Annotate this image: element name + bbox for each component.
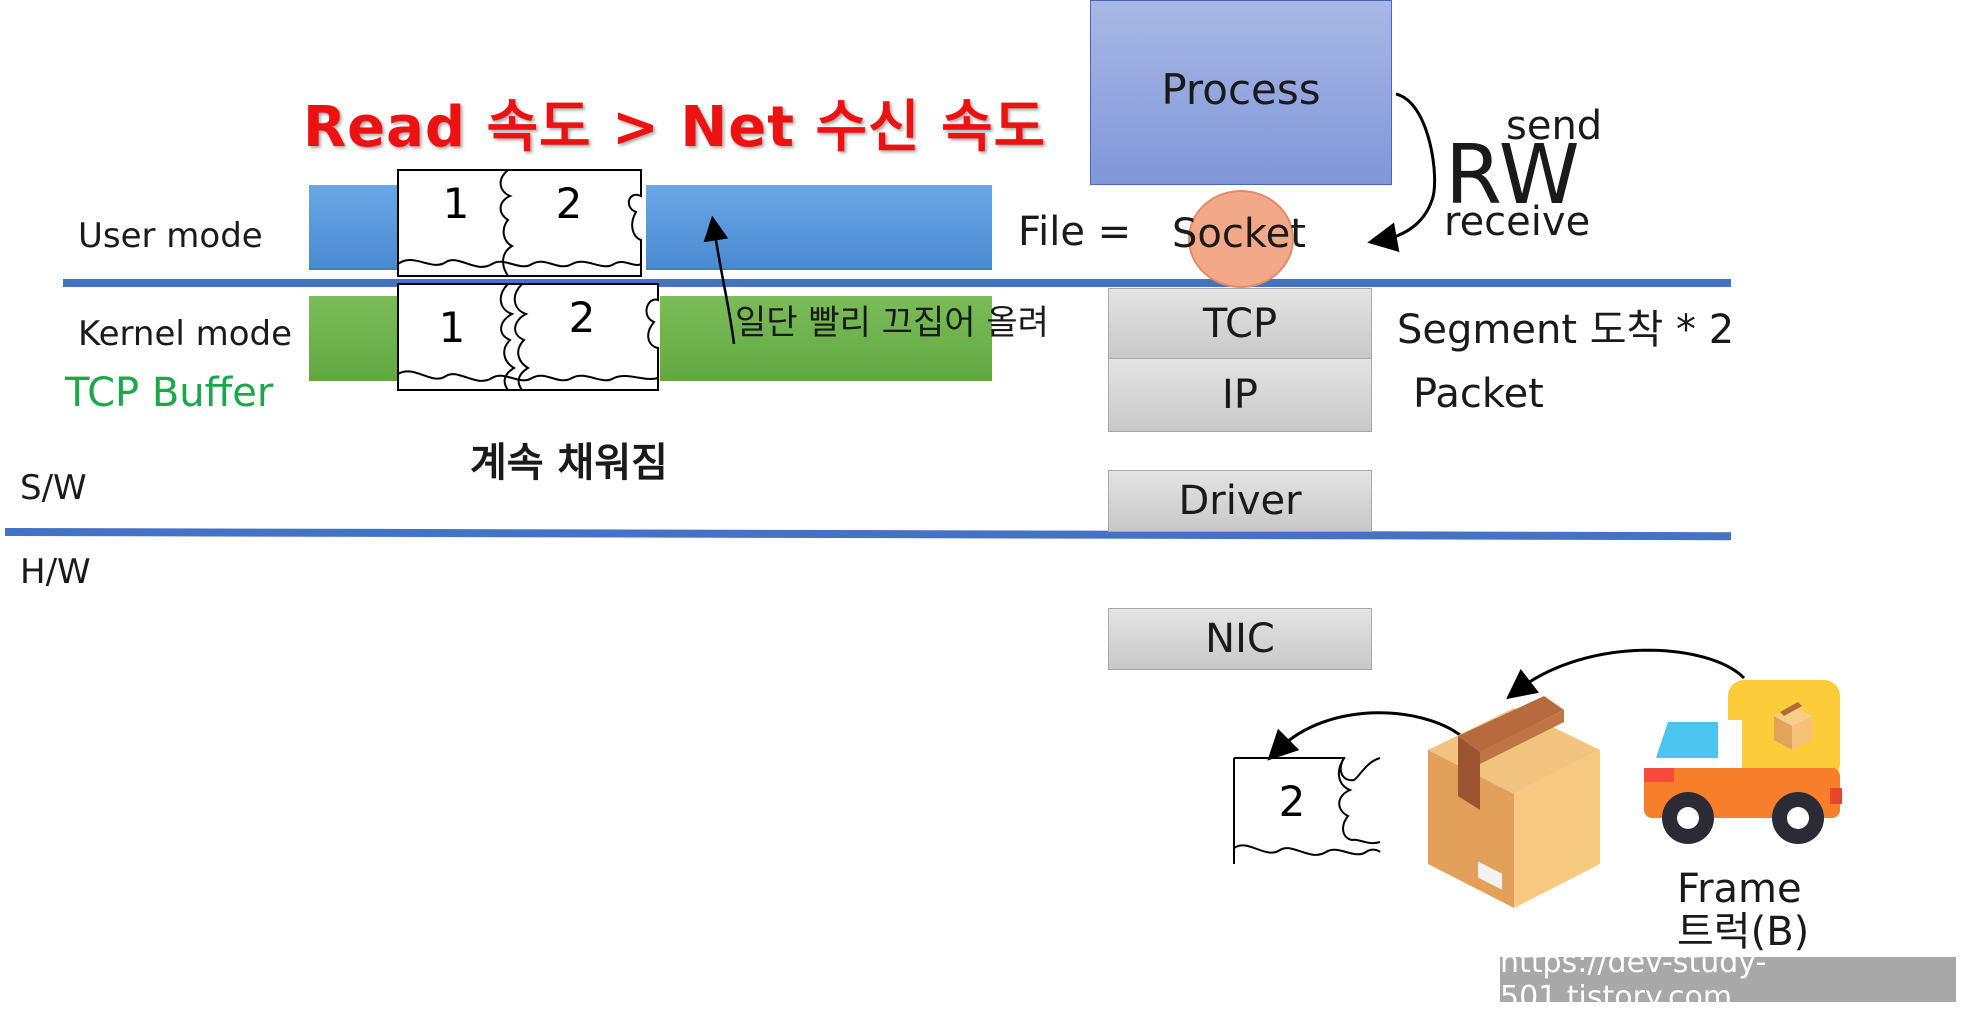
cardboard-box-icon <box>1428 696 1600 908</box>
rw-send-label: send <box>1506 103 1603 149</box>
user-kernel-divider <box>63 279 1731 287</box>
user-mode-bar-right <box>646 185 992 270</box>
sw-hw-divider <box>4 528 1732 541</box>
watermark-url: https://dev-study-501.tistory.com <box>1500 945 1956 1015</box>
kernel-puzzle-group: 1 2 <box>397 283 659 391</box>
keep-filling-label: 계속 채워짐 <box>470 440 668 486</box>
incoming-piece-label: 2 <box>1279 777 1306 826</box>
kernel-piece-2: 2 <box>569 293 596 342</box>
lift-arrow <box>703 215 736 345</box>
sw-label: S/W <box>20 468 87 508</box>
socket-label: Socket <box>1172 211 1306 257</box>
lift-quickly-label: 일단 빨리 끄집어 올려 <box>735 303 1049 343</box>
truck-label: 트럭(B) <box>1677 909 1810 955</box>
kernel-piece-1: 1 <box>439 303 466 352</box>
puzzle-piece-icon <box>397 283 659 391</box>
nic-layer-box: NIC <box>1108 608 1372 670</box>
puzzle-piece-icon <box>397 169 642 277</box>
truck-to-box-arrow <box>1506 648 1746 700</box>
box-to-piece-arrow <box>1267 711 1468 761</box>
user-mode-bar-left <box>309 185 399 270</box>
kernel-mode-bar-left <box>309 296 399 381</box>
process-box: Process <box>1090 0 1392 185</box>
packet-label: Packet <box>1413 371 1544 417</box>
hw-label: H/W <box>20 552 91 592</box>
page-title: Read 속도 > Net 수신 속도 <box>303 95 1047 160</box>
frame-label: Frame <box>1677 866 1802 912</box>
rw-curved-arrow <box>1367 92 1437 253</box>
kernel-mode-bar-right <box>660 296 992 381</box>
kernel-mode-label: Kernel mode <box>78 314 293 354</box>
user-mode-label: User mode <box>78 216 263 256</box>
tcp-buffer-label: TCP Buffer <box>65 370 274 416</box>
incoming-puzzle: 2 <box>1233 757 1381 864</box>
segment-label: Segment 도착 * 2 <box>1397 307 1735 353</box>
puzzle-piece-icon <box>1233 757 1381 864</box>
user-piece-1: 1 <box>443 179 470 228</box>
file-equals-label: File = <box>1018 209 1132 255</box>
user-piece-2: 2 <box>556 179 583 228</box>
user-puzzle-group: 1 2 <box>397 169 642 277</box>
tcp-layer-box: TCP <box>1108 288 1372 360</box>
rw-receive-label: receive <box>1444 199 1591 245</box>
delivery-truck-icon <box>1644 680 1842 844</box>
ip-layer-box: IP <box>1108 358 1372 432</box>
socket-circle <box>1188 190 1294 288</box>
rw-label: RW <box>1445 128 1580 223</box>
driver-layer-box: Driver <box>1108 470 1372 532</box>
